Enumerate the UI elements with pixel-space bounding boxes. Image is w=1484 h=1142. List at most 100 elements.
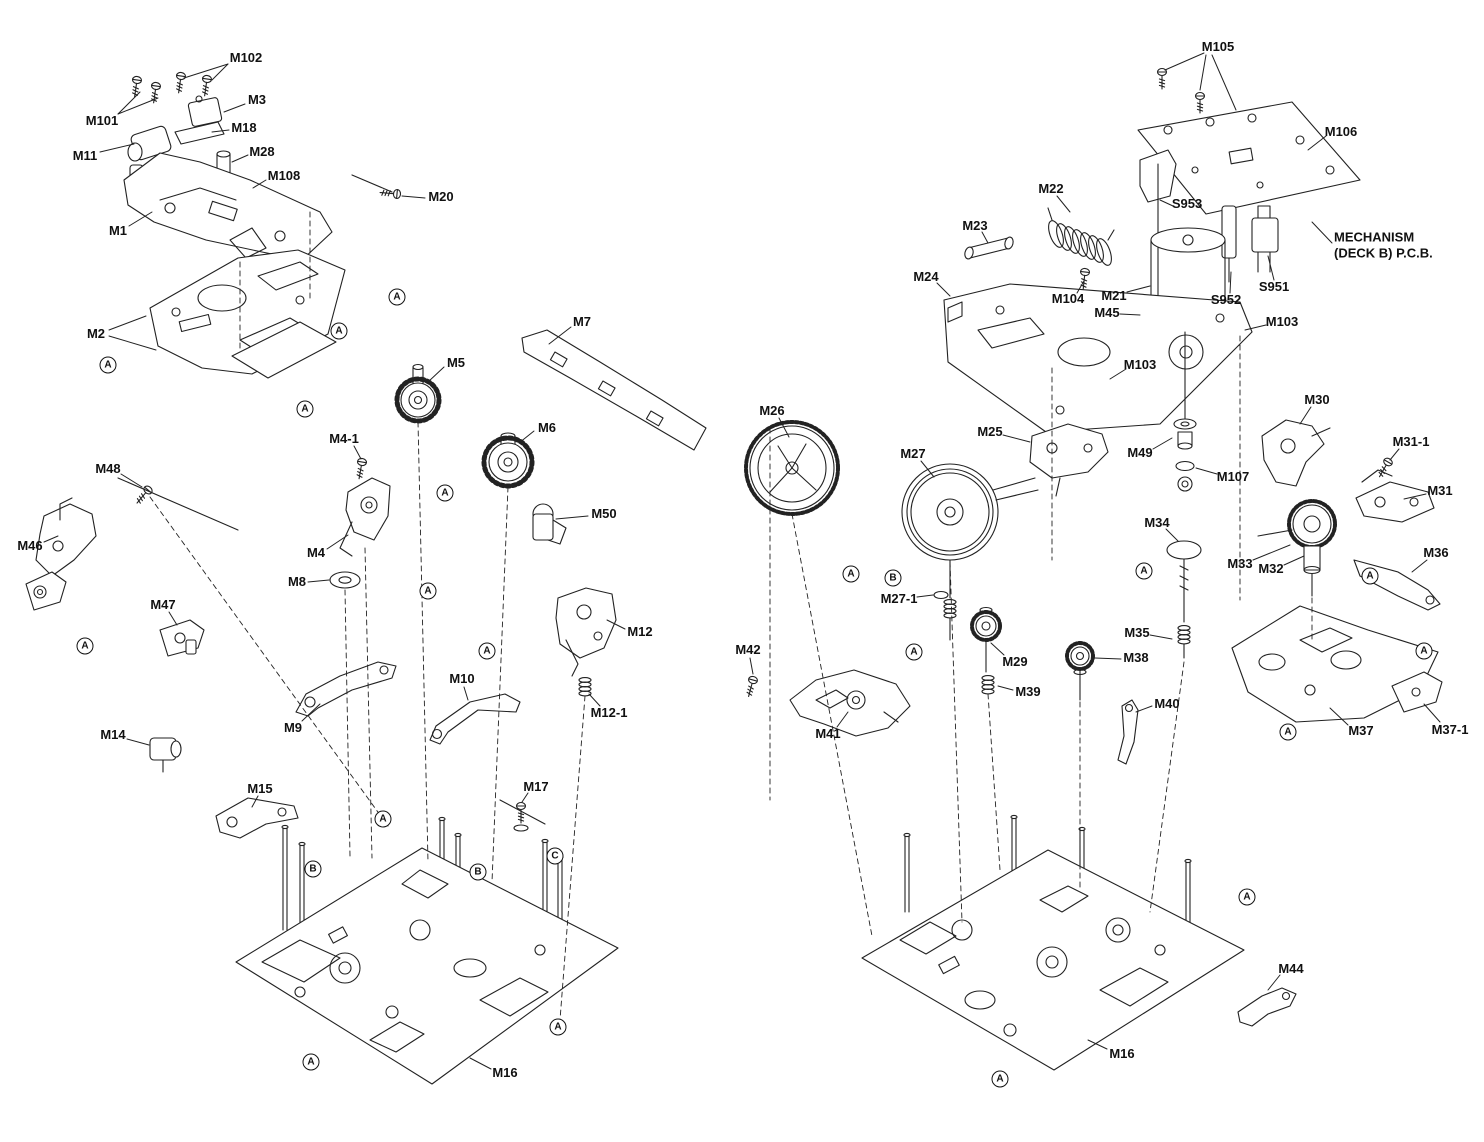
part-m29-gear xyxy=(970,606,1002,673)
part-label-m103: M103 xyxy=(1265,314,1299,330)
part-label-m6: M6 xyxy=(537,420,557,436)
part-m44 xyxy=(1237,987,1297,1027)
part-m21-motor xyxy=(1150,227,1226,333)
callout-a: A xyxy=(1279,723,1297,741)
part-label-m48: M48 xyxy=(95,461,121,477)
part-label-m37: M37 xyxy=(1348,723,1374,739)
part-m18 xyxy=(174,121,225,145)
part-label-m5: M5 xyxy=(446,355,466,371)
part-label-m44: M44 xyxy=(1278,961,1304,977)
part-label-m29: M29 xyxy=(1002,654,1028,670)
part-label-m12: M12 xyxy=(627,624,653,640)
part-label-m11: M11 xyxy=(72,148,98,164)
part-m20 xyxy=(351,174,402,200)
part-label-m38: M38 xyxy=(1123,650,1149,666)
part-m6-gear xyxy=(481,432,535,489)
part-label-m32: M32 xyxy=(1258,561,1284,577)
part-label-mechanism-deck-b-p-c-b: MECHANISM (DECK B) P.C.B. xyxy=(1334,229,1433,260)
part-label-m104: M104 xyxy=(1051,291,1085,307)
part-label-m4: M4 xyxy=(306,545,326,561)
part-label-m26: M26 xyxy=(759,403,785,419)
part-label-m40: M40 xyxy=(1154,696,1180,712)
part-m107 xyxy=(1175,460,1195,492)
part-label-m103: M103 xyxy=(1123,357,1157,373)
callout-a: A xyxy=(478,642,496,660)
callout-b: B xyxy=(469,863,487,881)
part-m48 xyxy=(117,477,239,531)
part-m2-sub xyxy=(231,321,337,379)
part-m47 xyxy=(159,619,205,657)
part-s953 xyxy=(1139,149,1177,301)
part-m17 xyxy=(499,799,546,832)
part-label-m107: M107 xyxy=(1216,469,1250,485)
part-label-m105: M105 xyxy=(1201,39,1235,55)
part-label-m23: M23 xyxy=(962,218,988,234)
part-label-m28: M28 xyxy=(249,144,275,160)
part-m50 xyxy=(532,503,567,545)
callout-a: A xyxy=(99,356,117,374)
callout-a: A xyxy=(1238,888,1256,906)
part-m27-1-washer xyxy=(933,590,949,600)
part-m1 xyxy=(123,152,333,261)
part-label-m30: M30 xyxy=(1304,392,1330,408)
part-m16-right-chassis xyxy=(861,849,1245,1071)
part-label-m101: M101 xyxy=(85,113,119,129)
part-label-m33: M33 xyxy=(1227,556,1253,572)
part-m30 xyxy=(1261,419,1331,487)
part-label-m15: M15 xyxy=(247,781,273,797)
callout-a: A xyxy=(1415,642,1433,660)
part-label-m35: M35 xyxy=(1124,625,1150,641)
part-label-m22: M22 xyxy=(1038,181,1064,197)
part-m9 xyxy=(295,661,397,717)
callout-a: A xyxy=(419,582,437,600)
part-s951 xyxy=(1251,205,1279,273)
part-m3 xyxy=(187,95,223,127)
part-label-m31: M31 xyxy=(1427,483,1453,499)
callout-a: A xyxy=(296,400,314,418)
part-label-m10: M10 xyxy=(449,671,475,687)
part-m38-gear xyxy=(1065,641,1095,701)
part-m22-coil xyxy=(1047,207,1115,266)
callout-a: A xyxy=(330,322,348,340)
part-label-m27-1: M27-1 xyxy=(880,591,918,607)
part-m31 xyxy=(1355,469,1435,523)
part-m7 xyxy=(521,329,707,451)
part-m37-1 xyxy=(1391,671,1443,713)
part-label-m4-1: M4-1 xyxy=(329,431,359,447)
part-m24-plate xyxy=(943,283,1253,433)
part-m4 xyxy=(339,457,391,557)
part-m40 xyxy=(1117,699,1139,765)
left-assembly xyxy=(25,71,707,1085)
part-m41 xyxy=(789,669,911,737)
part-label-m102: M102 xyxy=(229,50,263,66)
part-label-m9: M9 xyxy=(283,720,303,736)
part-label-m1: M1 xyxy=(108,223,128,239)
part-label-m12-1: M12-1 xyxy=(590,705,628,721)
part-label-m27: M27 xyxy=(900,446,926,462)
part-label-m25: M25 xyxy=(977,424,1003,440)
part-label-m47: M47 xyxy=(150,597,176,613)
part-label-m108: M108 xyxy=(267,168,301,184)
part-label-m36: M36 xyxy=(1423,545,1449,561)
part-label-s953: S953 xyxy=(1171,196,1203,212)
part-label-m41: M41 xyxy=(815,726,841,742)
part-m46 xyxy=(25,497,97,611)
callout-a: A xyxy=(991,1070,1009,1088)
callout-a: A xyxy=(388,288,406,306)
part-label-m49: M49 xyxy=(1127,445,1153,461)
part-m25 xyxy=(1029,423,1109,497)
part-label-m16: M16 xyxy=(1109,1046,1135,1062)
part-label-m16: M16 xyxy=(492,1065,518,1081)
part-label-m2: M2 xyxy=(86,326,106,342)
part-pcb xyxy=(1137,101,1361,215)
projection-lines-left xyxy=(149,211,586,1021)
part-label-s951: S951 xyxy=(1258,279,1290,295)
callout-c: C xyxy=(546,847,564,865)
part-m49 xyxy=(1173,331,1197,450)
callout-a: A xyxy=(1361,567,1379,585)
part-m5-gear xyxy=(394,363,442,424)
part-m34 xyxy=(1166,540,1202,623)
part-m8 xyxy=(329,571,361,589)
